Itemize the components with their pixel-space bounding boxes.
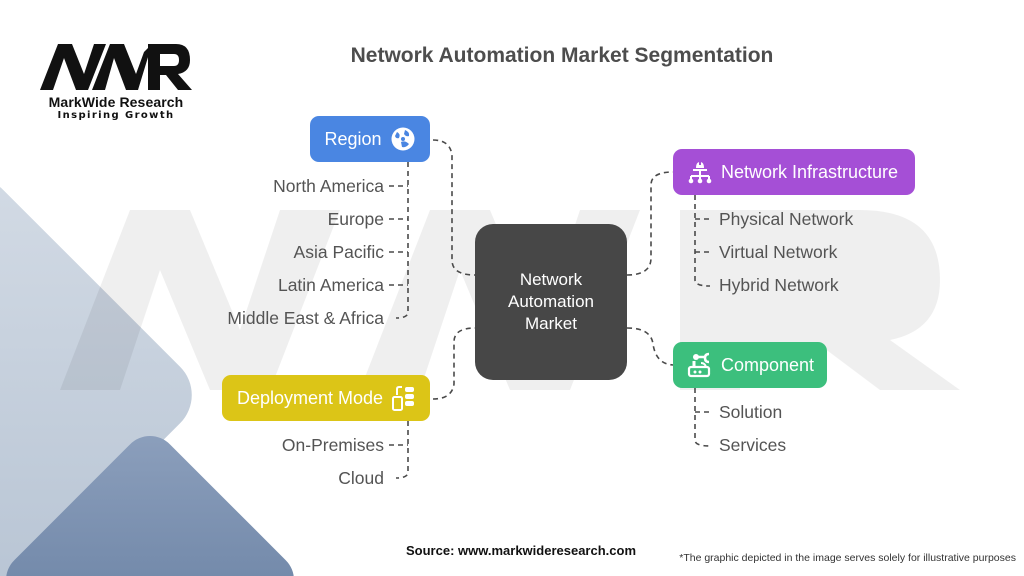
robot-arm-icon (687, 352, 711, 378)
globe-icon (391, 127, 415, 151)
center-node-line1: Network (519, 270, 583, 289)
category-network-infrastructure: Network Infrastructure (673, 149, 915, 195)
connector-component-center (626, 327, 674, 366)
connector-region-center (432, 139, 476, 276)
region-item-north-america: North America (273, 176, 384, 196)
connector-region-trunk (395, 162, 409, 319)
center-node-line3: Market (525, 314, 577, 333)
category-deployment-mode: Deployment Mode (222, 375, 430, 421)
deployment-item-cloud: Cloud (338, 468, 384, 488)
center-node-network-automation-market: Network Automation Market (475, 224, 627, 380)
category-component: Component (673, 342, 827, 388)
category-deployment-mode-label: Deployment Mode (236, 387, 384, 408)
infra-item-virtual-network: Virtual Network (719, 242, 838, 262)
device-server-icon (392, 386, 415, 411)
component-item-solution: Solution (719, 402, 783, 422)
region-item-europe: Europe (327, 209, 384, 229)
page-title: Network Automation Market Segmentation (350, 44, 774, 67)
infra-item-hybrid-network: Hybrid Network (719, 275, 839, 295)
connector-infra-trunk (694, 195, 711, 287)
deployment-item-on-premises: On-Premises (281, 435, 384, 455)
disclaimer-note: *The graphic depicted in the image serve… (679, 552, 1016, 564)
mwr-logo-mark (40, 44, 192, 90)
category-network-infrastructure-label: Network Infrastructure (721, 161, 899, 182)
connector-deploy-center (432, 327, 476, 400)
category-component-label: Component (721, 354, 815, 375)
connector-component-trunk (694, 388, 711, 447)
source-citation: Source: www.markwideresearch.com (406, 543, 637, 558)
center-node-line2: Automation (508, 292, 594, 311)
connector-deploy-trunk (395, 421, 409, 479)
brand-name: MarkWide Research (48, 94, 184, 110)
network-hierarchy-icon (688, 161, 712, 184)
category-region: Region (310, 116, 430, 162)
region-item-middle-east-africa: Middle East & Africa (227, 308, 384, 328)
brand-logo: MarkWide Research Inspiring Growth (36, 40, 196, 121)
region-item-latin-america: Latin America (277, 275, 384, 295)
infra-item-physical-network: Physical Network (719, 209, 854, 229)
region-item-asia-pacific: Asia Pacific (293, 242, 384, 262)
category-region-label: Region (324, 128, 382, 149)
brand-tagline: Inspiring Growth (57, 110, 175, 121)
component-item-services: Services (719, 435, 787, 455)
connector-infra-center (626, 171, 674, 276)
